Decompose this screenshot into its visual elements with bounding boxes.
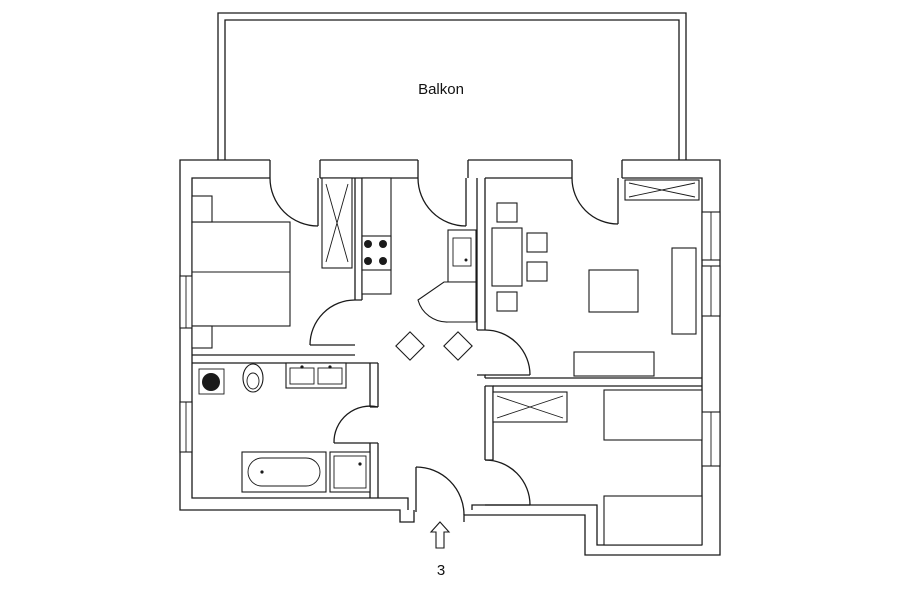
balcony-label: Balkon	[418, 81, 464, 98]
bedroom-left	[191, 195, 291, 349]
coffee-table	[588, 269, 639, 313]
bathroom	[198, 362, 371, 493]
stool-right	[443, 331, 473, 361]
balcony: Balkon	[217, 12, 687, 160]
bedroom-right	[492, 389, 703, 546]
kitchen	[321, 177, 477, 361]
washing-machine	[202, 373, 220, 391]
shower	[329, 451, 371, 493]
sofa	[573, 351, 655, 377]
double-bed	[191, 221, 291, 327]
bathtub	[241, 451, 327, 493]
bed-lower	[603, 495, 703, 546]
corner-counter	[417, 281, 477, 323]
bed-upper	[603, 389, 703, 441]
entrance: 3	[429, 521, 451, 579]
chair-right-2	[526, 261, 548, 282]
nightstand-top	[191, 195, 213, 223]
living-room	[491, 179, 700, 377]
nightstand-bottom	[191, 325, 213, 349]
dining-table	[491, 227, 523, 287]
doors	[269, 177, 619, 516]
interior-walls	[192, 178, 702, 498]
chair-top	[496, 202, 518, 223]
chair-bottom	[496, 291, 518, 312]
arrow-up-icon	[429, 521, 451, 549]
chair-right-1	[526, 232, 548, 253]
sideboard	[671, 247, 697, 335]
toilet	[242, 363, 264, 393]
windows	[179, 211, 721, 467]
stool-left	[395, 331, 425, 361]
entrance-number: 3	[437, 562, 445, 579]
fridge	[321, 177, 353, 269]
